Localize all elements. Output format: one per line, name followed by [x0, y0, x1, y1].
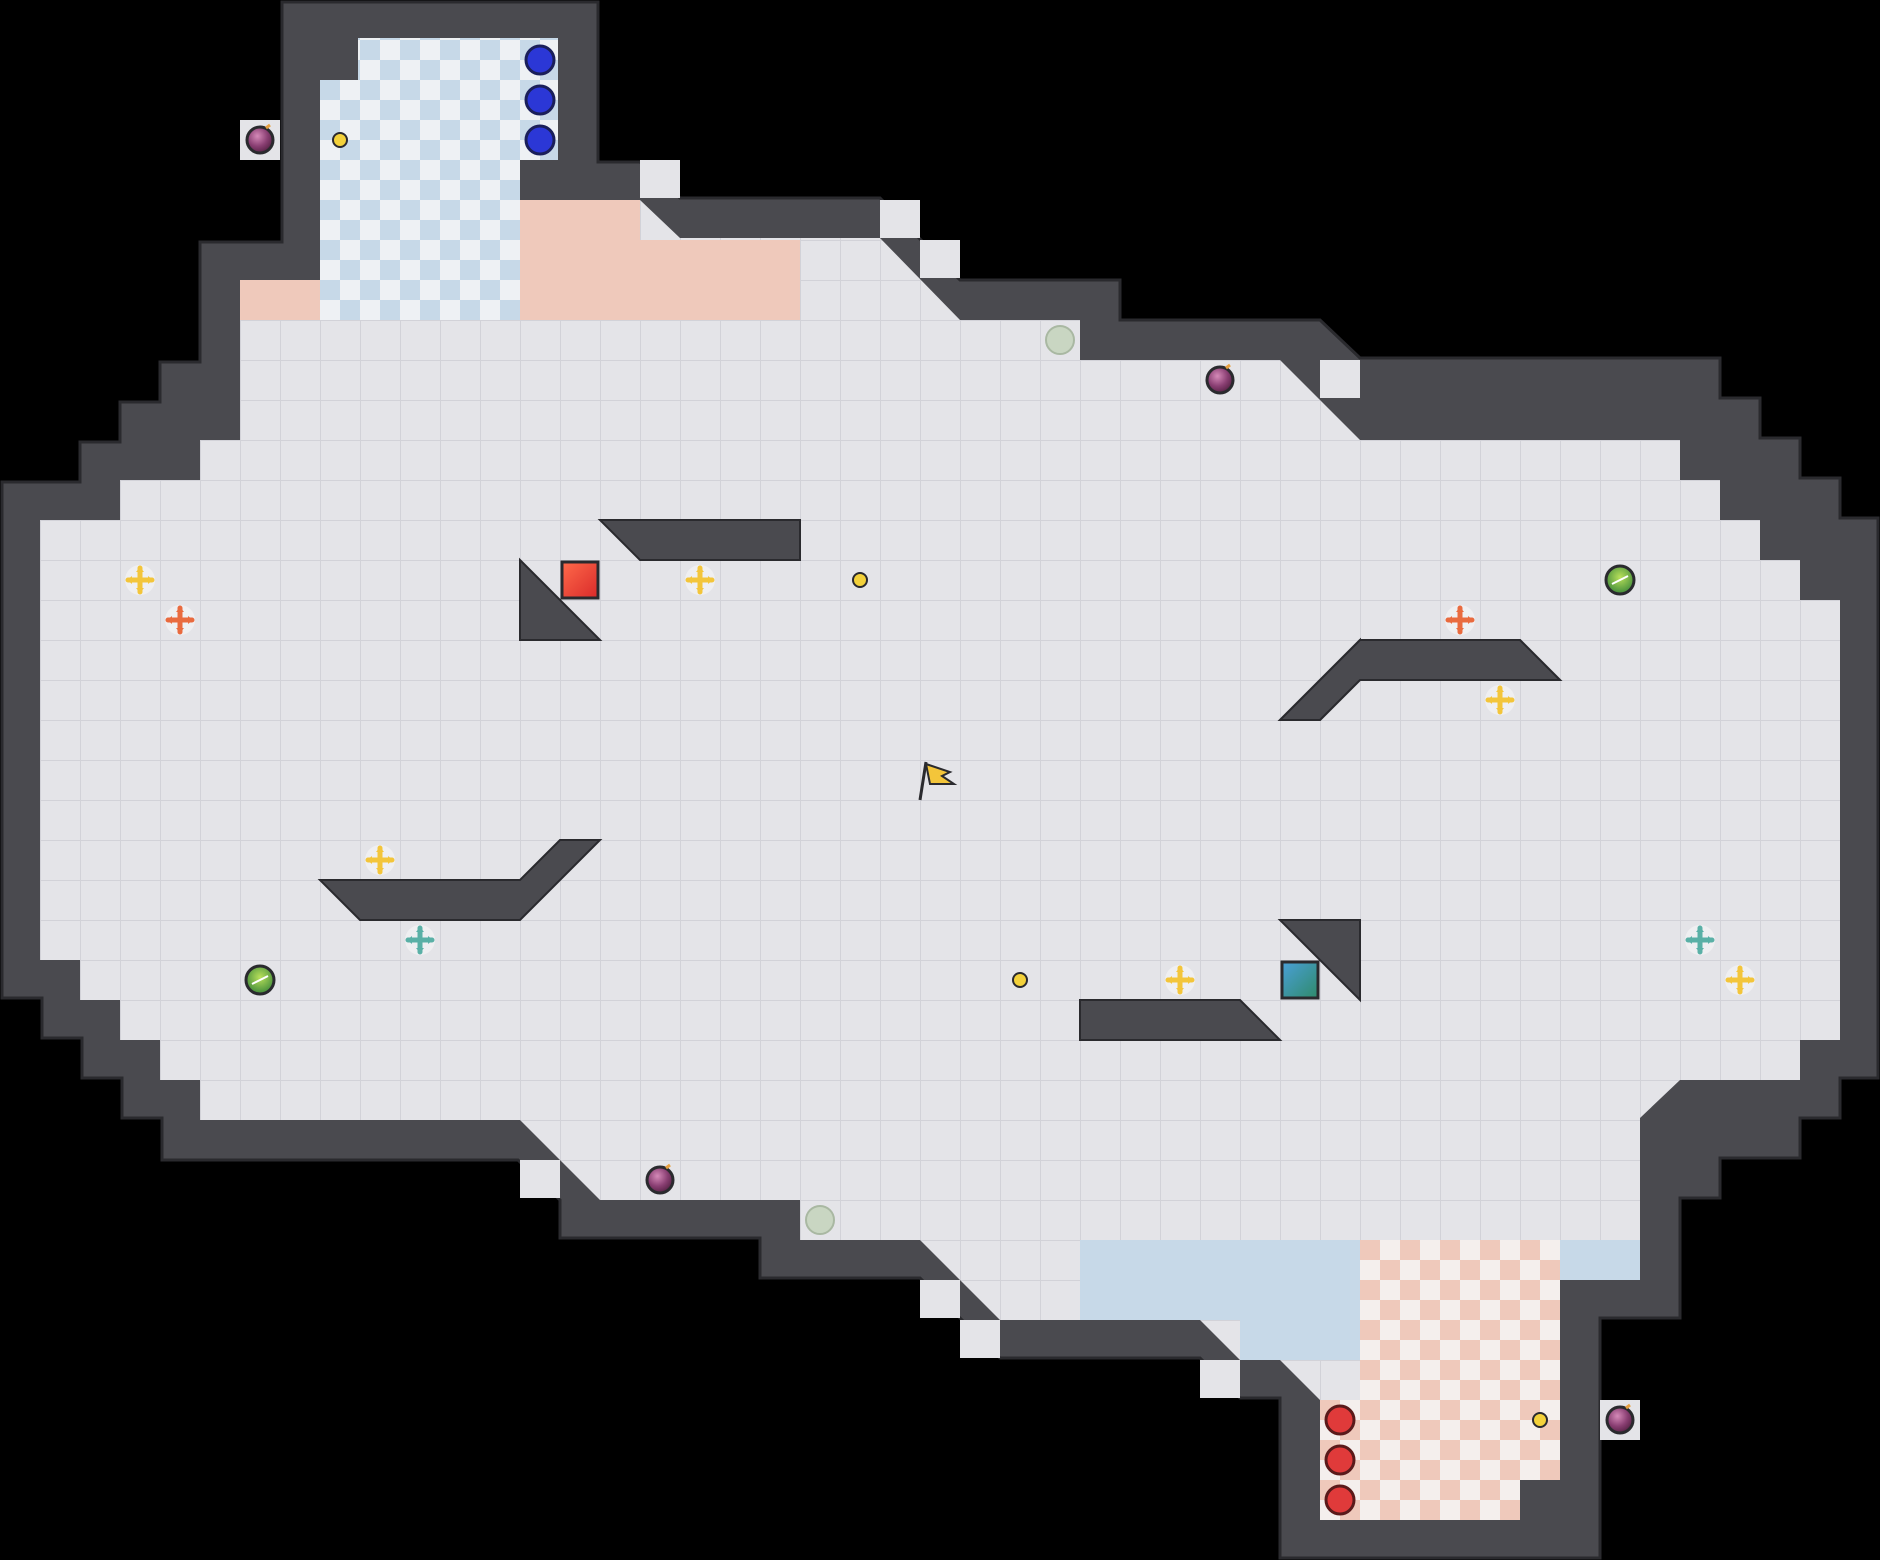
bomb	[645, 1163, 675, 1195]
speed-pad	[125, 565, 155, 595]
speed-pad	[1725, 965, 1755, 995]
yellow-dot	[852, 572, 868, 588]
red-tile-zone	[240, 280, 320, 320]
speed-pad	[1485, 685, 1515, 715]
blue-spawn	[524, 84, 556, 116]
neutral-marker	[1045, 325, 1075, 355]
speed-pad	[1165, 965, 1195, 995]
wall-obstacle	[597, 519, 801, 561]
speed-pad	[685, 565, 715, 595]
red-spawn	[1324, 1484, 1356, 1516]
neutral-marker	[805, 1205, 835, 1235]
blue-tile-zone	[1080, 1240, 1360, 1320]
yellow-dot	[332, 132, 348, 148]
bomb	[1600, 1400, 1640, 1440]
red-tile-zone	[640, 240, 800, 320]
red-boost	[165, 605, 195, 635]
powerup	[1604, 564, 1636, 596]
yellow-dot	[1532, 1412, 1548, 1428]
blue-tile-zone	[1560, 1240, 1640, 1280]
yellow-dot	[1012, 972, 1028, 988]
red-boost	[1445, 605, 1475, 635]
wall-obstacle	[519, 557, 603, 641]
red-spawn	[1324, 1404, 1356, 1436]
neutral-boost	[1685, 925, 1715, 955]
red-tile-zone	[520, 200, 640, 320]
bomb	[1205, 363, 1235, 395]
red-gate	[560, 560, 600, 600]
wall-obstacle	[1277, 639, 1563, 721]
wall-obstacle	[1079, 999, 1283, 1041]
powerup	[244, 964, 276, 996]
teal-gate	[1280, 960, 1320, 1000]
blue-tile-zone	[1240, 1320, 1360, 1360]
blue-spawn	[524, 124, 556, 156]
blue-base-zone	[320, 38, 558, 320]
bomb	[240, 120, 280, 160]
red-spawn	[1324, 1444, 1356, 1476]
blue-spawn	[524, 44, 556, 76]
yellow-flag-icon	[918, 761, 958, 801]
wall-obstacle	[317, 839, 603, 921]
red-base-zone	[1320, 1240, 1560, 1520]
wall-obstacle	[1277, 919, 1361, 1003]
neutral-boost	[405, 925, 435, 955]
speed-pad	[365, 845, 395, 875]
